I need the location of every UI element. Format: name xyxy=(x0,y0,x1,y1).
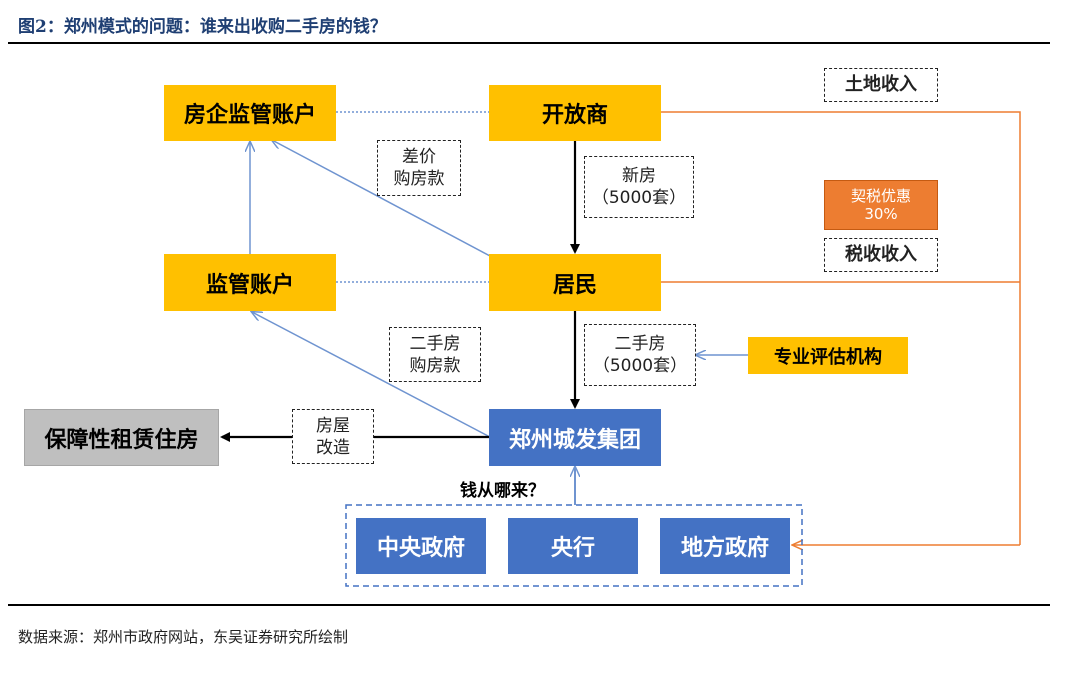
second-payment-label-line1: 二手房 xyxy=(409,333,461,354)
tax-income-label: 税收收入 xyxy=(824,238,938,272)
top-rule xyxy=(8,42,1050,44)
new-house-label-line2: （5000套） xyxy=(591,188,687,208)
new-house-label-line1: 新房 xyxy=(622,166,656,186)
bottom-rule xyxy=(8,604,1050,606)
source-note: 数据来源：郑州市政府网站，东吴证券研究所绘制 xyxy=(18,628,349,646)
developer-escrow-account-node: 房企监管账户 xyxy=(164,85,336,141)
central-government-node: 中央政府 xyxy=(356,518,486,574)
diff-payment-label: 差价 购房款 xyxy=(377,140,461,196)
diff-payment-label-line2: 购房款 xyxy=(393,169,445,189)
rental-housing-node: 保障性租赁住房 xyxy=(24,409,219,466)
developer-node: 开放商 xyxy=(489,85,661,141)
second-house-label-line1: 二手房 xyxy=(614,334,666,354)
land-income-line xyxy=(660,111,1021,545)
zhengzhou-group-node: 郑州城发集团 xyxy=(489,409,661,466)
tax-discount-line2: 30% xyxy=(864,205,898,223)
funding-sources-frame xyxy=(345,504,803,587)
diff-payment-arrow xyxy=(272,140,491,257)
land-income-label: 土地收入 xyxy=(824,68,938,102)
second-house-label-line2: （5000套） xyxy=(592,356,688,376)
escrow-account-node: 监管账户 xyxy=(164,254,336,311)
renovation-label-line1: 房屋 xyxy=(316,415,350,436)
new-house-label: 新房 （5000套） xyxy=(584,156,694,218)
second-house-label: 二手房 （5000套） xyxy=(584,324,696,386)
renovation-label: 房屋 改造 xyxy=(292,409,374,464)
second-payment-label-line2: 购房款 xyxy=(409,355,461,376)
land-income-text: 土地收入 xyxy=(845,74,917,95)
tax-discount-badge: 契税优惠 30% xyxy=(824,180,938,230)
tax-discount-line1: 契税优惠 xyxy=(850,187,911,205)
local-government-node: 地方政府 xyxy=(660,518,790,574)
appraiser-node: 专业评估机构 xyxy=(748,337,908,374)
diff-payment-label-line1: 差价 xyxy=(402,147,436,167)
central-bank-node: 央行 xyxy=(508,518,638,574)
second-payment-arrow xyxy=(252,312,491,438)
second-payment-label: 二手房 购房款 xyxy=(389,327,481,382)
money-question-label: 钱从哪来？ xyxy=(460,481,545,501)
tax-income-text: 税收收入 xyxy=(845,244,917,265)
renovation-label-line2: 改造 xyxy=(316,437,350,458)
residents-node: 居民 xyxy=(489,254,661,311)
figure-title: 图2：郑州模式的问题：谁来出收购二手房的钱？ xyxy=(18,17,387,37)
